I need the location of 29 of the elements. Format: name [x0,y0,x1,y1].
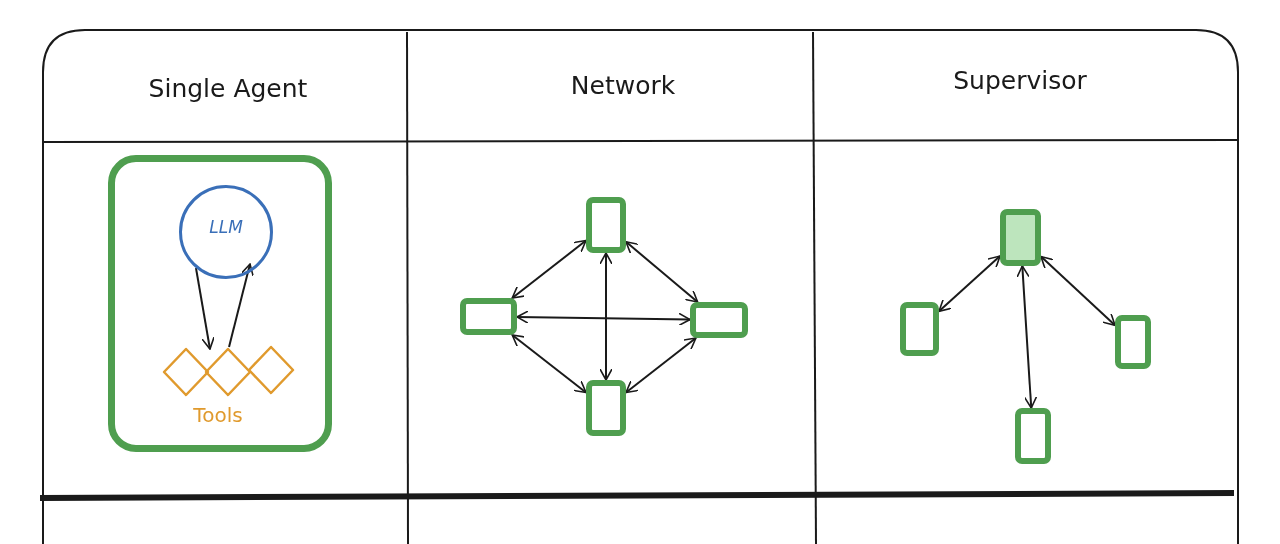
agent-box [586,380,626,436]
arrow [625,337,697,394]
tool-diamond [162,347,210,397]
column-header: Network [570,70,676,100]
arrow [1016,265,1038,409]
agent-container [108,155,332,452]
agent-box [586,197,626,253]
arrow [511,334,587,394]
agent-box [1015,408,1051,464]
arrow [1040,255,1116,327]
arrow [625,240,699,303]
arrow [228,263,254,348]
tool-diamond [204,347,252,397]
agent-box [1115,315,1151,369]
arrow [194,266,215,350]
agent-box [460,298,517,335]
arrow [938,255,1001,313]
column-header: Single Agent [148,73,308,103]
node-label: LLM [209,217,243,237]
agent-box [690,302,748,338]
arrow [516,310,691,327]
group-label: Tools [193,403,243,427]
tool-diamond [247,345,295,395]
llm-circle [179,185,273,279]
arrow [599,252,613,381]
agent-box [900,302,939,356]
arrow [511,239,587,299]
agent-box [1000,209,1041,266]
column-header: Supervisor [953,65,1087,95]
